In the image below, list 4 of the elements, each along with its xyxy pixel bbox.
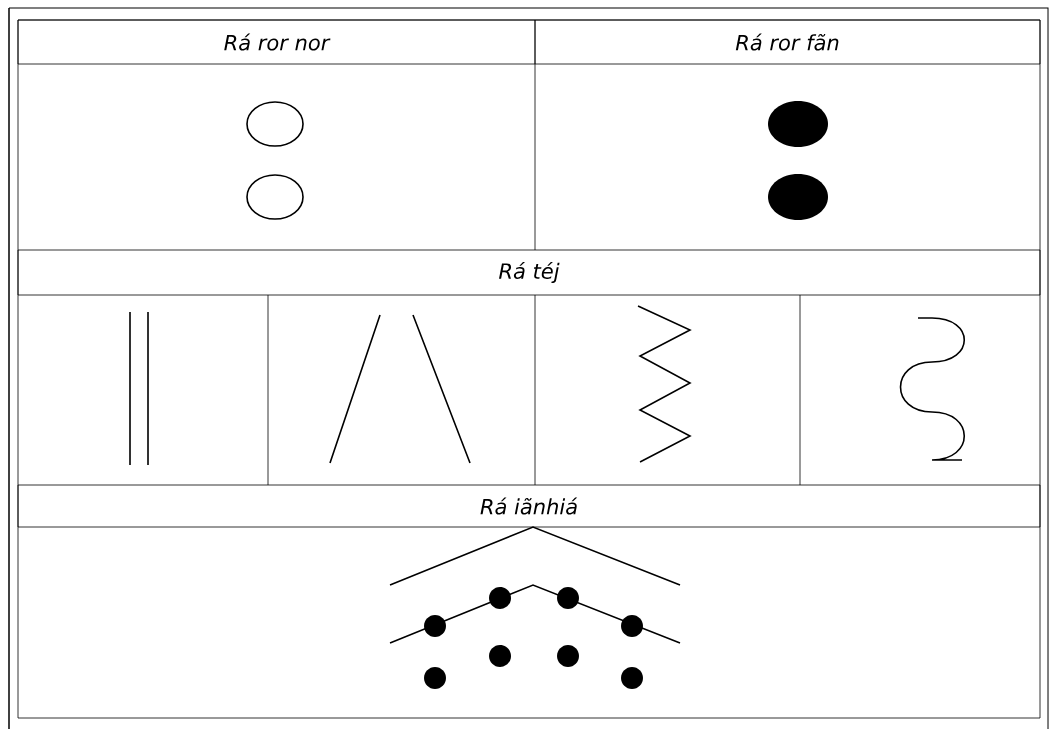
header-cell: Rá ror fãn — [534, 19, 1041, 65]
header-cell: Rá ror nor — [17, 19, 536, 65]
header-cell: Rá téj — [17, 249, 1041, 296]
header-cell: Rá iãnhiá — [17, 484, 1041, 528]
